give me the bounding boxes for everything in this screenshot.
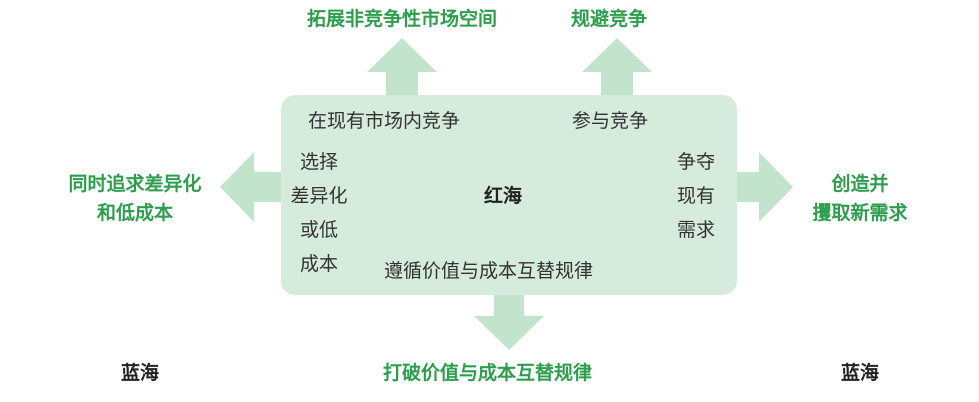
red-top-left-text: 在现有市场内竞争 bbox=[308, 110, 461, 132]
red-top-right-text: 参与竞争 bbox=[572, 110, 649, 132]
red-left-line: 成本 bbox=[299, 253, 338, 275]
blue-left-line: 同时追求差异化 bbox=[68, 173, 202, 195]
blue-right-line: 攫取新需求 bbox=[812, 202, 908, 224]
arrow-up-right bbox=[582, 38, 652, 102]
red-bottom-text: 遵循价值与成本互替规律 bbox=[384, 260, 594, 282]
blue-right-line: 创造并 bbox=[831, 173, 889, 195]
red-ocean-panel bbox=[281, 95, 737, 295]
red-left-line: 或低 bbox=[299, 219, 338, 241]
arrow-right bbox=[730, 152, 793, 222]
arrow-up-left bbox=[367, 38, 437, 102]
red-left-line: 差异化 bbox=[290, 185, 348, 207]
arrow-left bbox=[220, 152, 288, 222]
blue-ocean-label-left: 蓝海 bbox=[121, 362, 160, 384]
blue-top-right-text: 规避竞争 bbox=[571, 8, 648, 30]
blue-right-text: 创造并 攫取新需求 bbox=[785, 170, 935, 228]
red-right-column: 争夺 现有 需求 bbox=[666, 145, 726, 247]
arrow-down bbox=[474, 288, 544, 350]
red-right-line: 现有 bbox=[676, 185, 715, 207]
blue-left-line: 和低成本 bbox=[96, 202, 173, 224]
red-ocean-label: 红海 bbox=[484, 185, 523, 207]
red-right-line: 需求 bbox=[676, 219, 715, 241]
blue-left-text: 同时追求差异化 和低成本 bbox=[40, 170, 230, 228]
red-left-column: 选择 差异化 或低 成本 bbox=[282, 145, 356, 281]
red-left-line: 选择 bbox=[299, 151, 338, 173]
blue-top-left-text: 拓展非竞争性市场空间 bbox=[307, 8, 498, 30]
blue-bottom-text: 打破价值与成本互替规律 bbox=[383, 362, 593, 384]
blue-ocean-label-right: 蓝海 bbox=[841, 362, 880, 384]
red-right-line: 争夺 bbox=[676, 151, 715, 173]
